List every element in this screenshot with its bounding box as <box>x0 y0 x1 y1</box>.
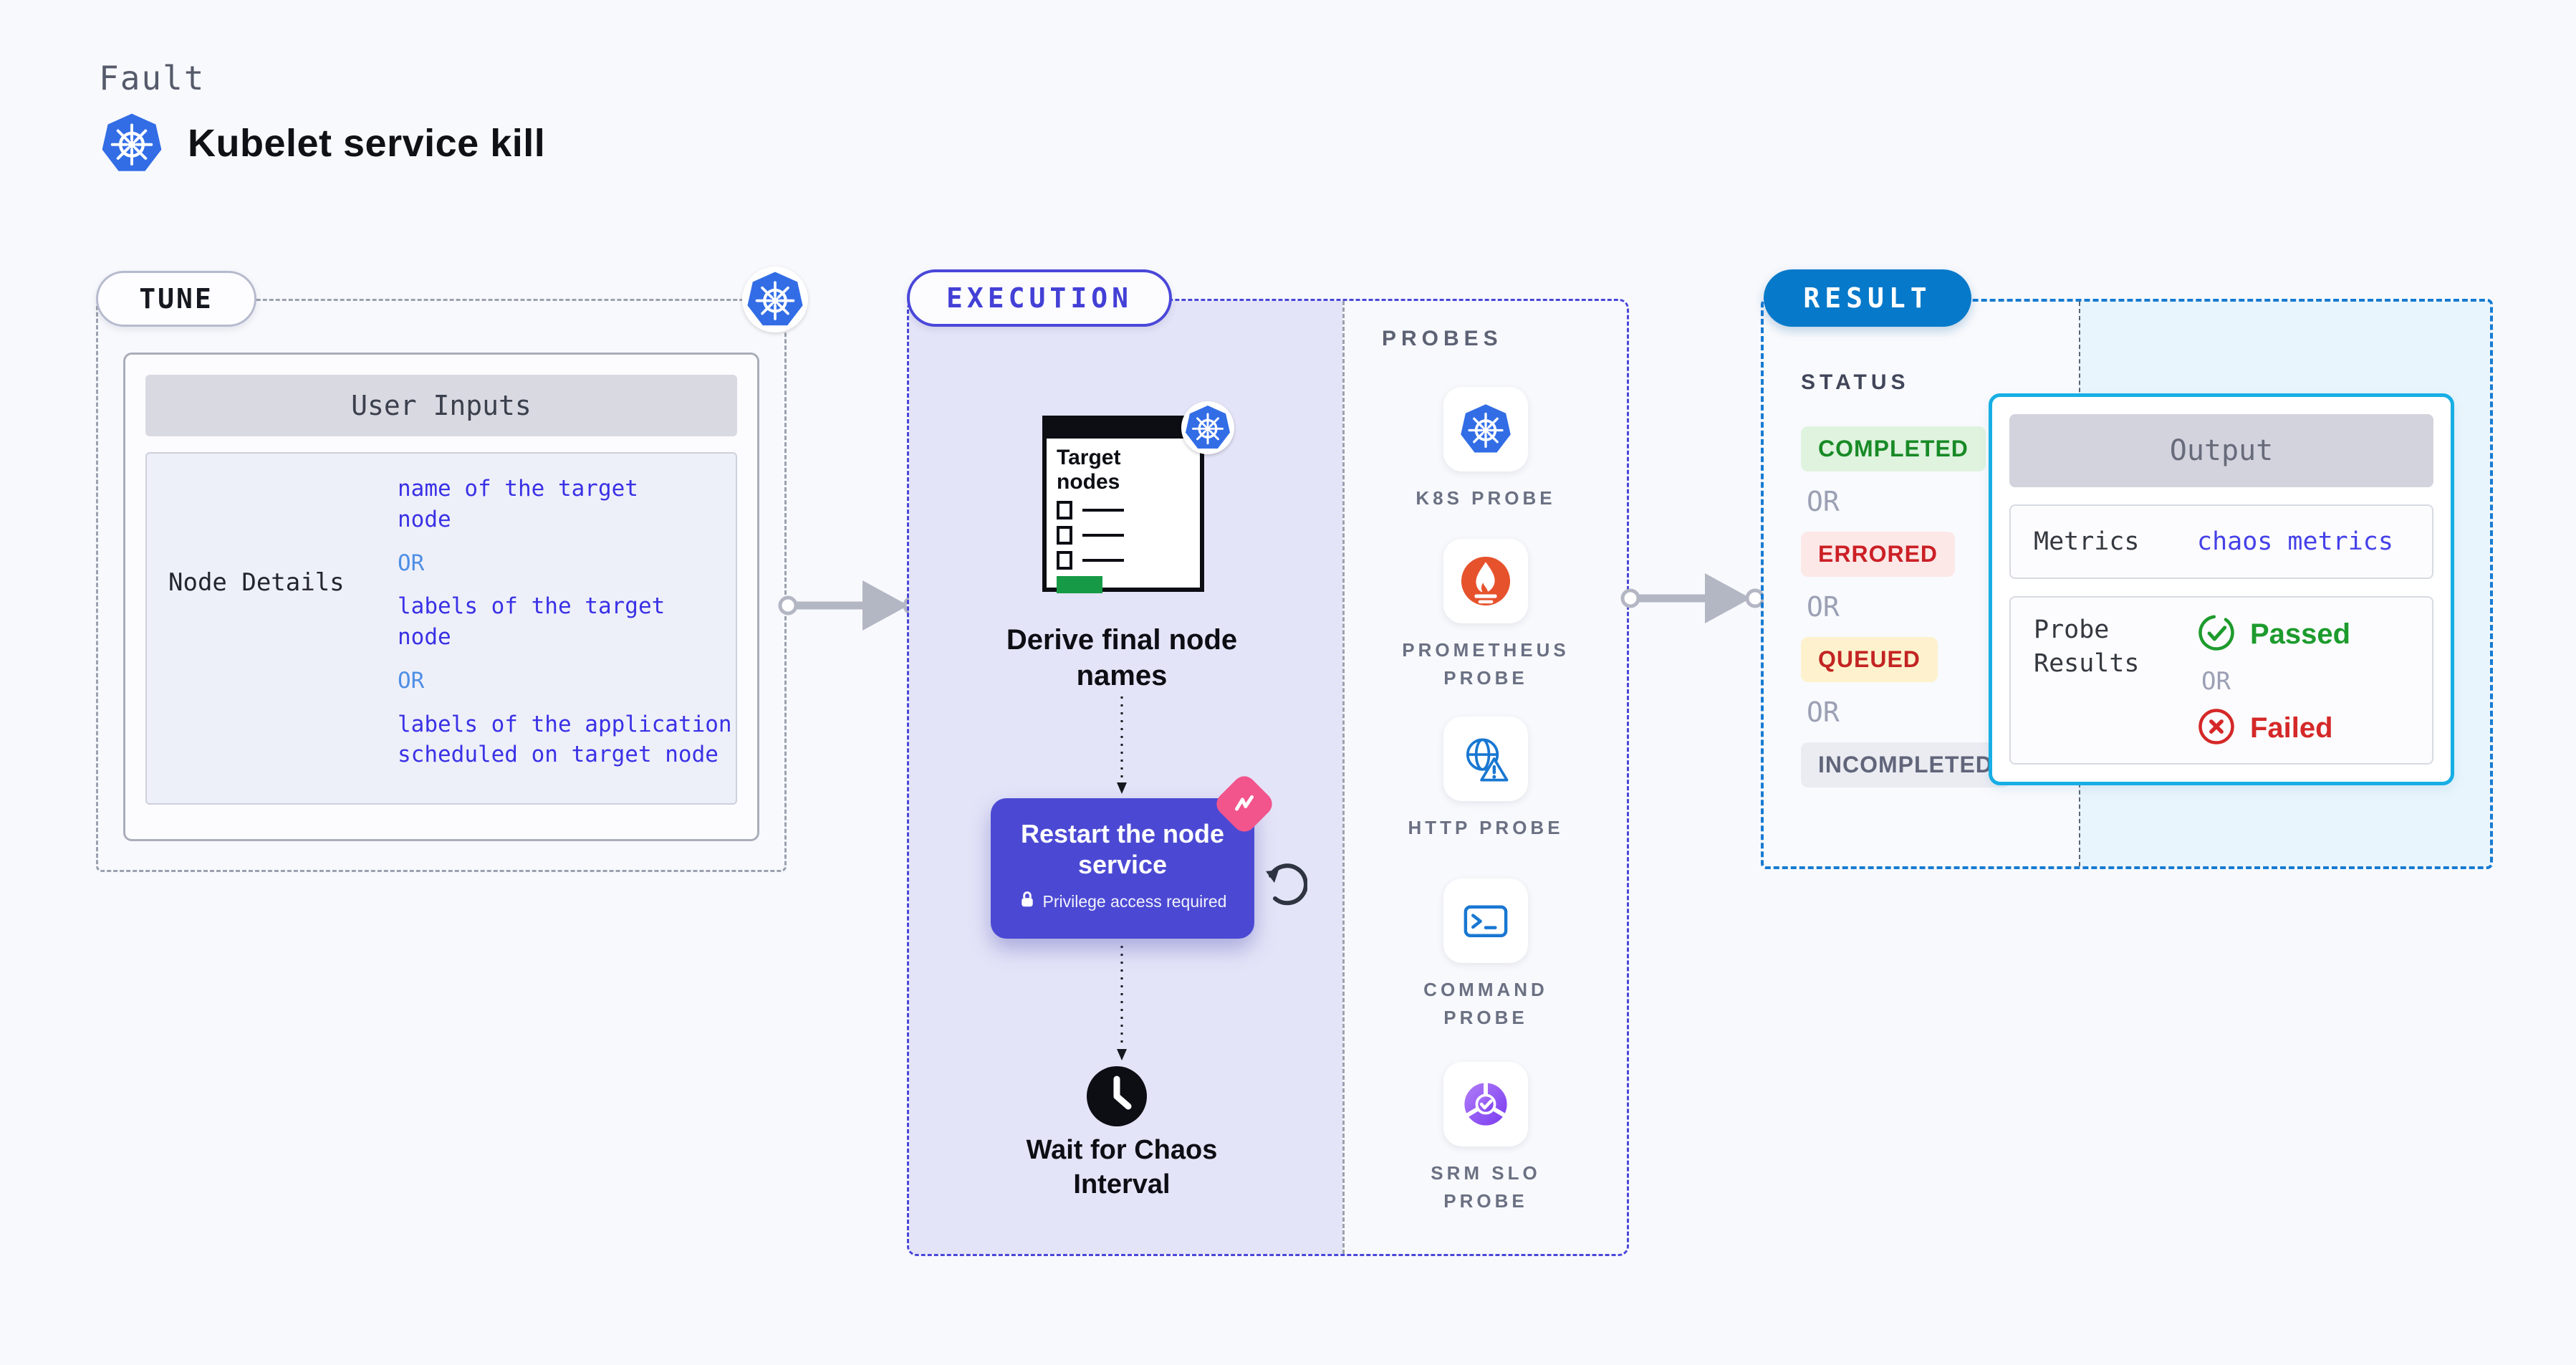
document-body: Target nodes <box>1047 439 1200 600</box>
user-inputs-header: User Inputs <box>145 375 737 436</box>
failed-label: Failed <box>2250 712 2333 744</box>
derive-final-node-names-label: Derive final node names <box>1006 624 1238 691</box>
tune-section <box>96 299 787 872</box>
target-nodes-label: Target nodes <box>1057 446 1121 494</box>
kubernetes-icon <box>100 112 163 175</box>
kubernetes-icon <box>1181 401 1234 454</box>
node-list-item <box>1057 526 1190 545</box>
probe-label: HTTP PROBE <box>1408 817 1564 838</box>
or-separator: OR <box>398 667 425 694</box>
or-separator: OR <box>1807 591 1840 623</box>
text-line <box>1082 559 1124 562</box>
kubernetes-icon <box>742 267 808 332</box>
option-node-labels: labels of the target node <box>398 593 665 651</box>
node-details-label: Node Details <box>168 568 345 597</box>
result-pill: RESULT <box>1764 269 1971 327</box>
checkbox-icon <box>1057 551 1072 570</box>
node-list-item <box>1057 551 1190 570</box>
terminal-icon <box>1443 878 1528 963</box>
output-area: Output Metrics chaos metrics Probe Resul… <box>1989 302 2490 866</box>
probe-item-srm-slo: SRM SLO PROBE <box>1345 1062 1627 1215</box>
passed-label: Passed <box>2250 618 2351 650</box>
restart-node-service-step: Restart the node service Privilege acces… <box>991 771 1277 939</box>
checkbox-icon <box>1057 501 1072 520</box>
dotted-connector-arrow <box>1117 946 1127 1060</box>
status-badge-incompleted: INCOMPLETED <box>1801 742 2010 787</box>
metrics-label: Metrics <box>2034 527 2140 556</box>
passed-line: Passed <box>2197 613 2350 656</box>
restart-step-label: Restart the node service <box>1020 819 1225 880</box>
output-card-header: Output <box>2009 414 2433 487</box>
retry-icon <box>1263 861 1308 906</box>
probes-panel-label: PROBES <box>1382 327 1503 350</box>
http-globe-icon <box>1443 717 1528 801</box>
node-details-row: Node Details name of the target node OR … <box>145 452 737 805</box>
probe-results-label: Probe Results <box>2034 616 2140 679</box>
user-inputs-card: User Inputs Node Details name of the tar… <box>123 353 759 841</box>
lock-icon <box>1019 890 1036 913</box>
output-card: Output Metrics chaos metrics Probe Resul… <box>1989 393 2454 785</box>
or-separator: OR <box>398 550 425 576</box>
checkbox-icon <box>1057 526 1072 545</box>
status-column-label: STATUS <box>1801 370 1910 394</box>
metrics-row: Metrics chaos metrics <box>2009 504 2433 579</box>
check-circle-icon <box>2197 613 2236 656</box>
chaos-icon <box>1211 771 1277 837</box>
probe-label: PROMETHEUS PROBE <box>1402 639 1570 689</box>
status-badge-completed: COMPLETED <box>1801 426 1986 471</box>
or-separator: OR <box>1807 696 1840 728</box>
fault-kicker: Fault <box>99 59 206 97</box>
title-row: Kubelet service kill <box>100 112 545 175</box>
execution-section: PROBES K8S PROBE <box>907 299 1629 1256</box>
flow-arrow-execution-to-result <box>1620 573 1764 623</box>
option-node-name: name of the target node <box>398 476 638 532</box>
execution-pill: EXECUTION <box>907 269 1172 327</box>
kubernetes-icon <box>1443 387 1528 471</box>
probe-item-k8s: K8S PROBE <box>1345 387 1627 512</box>
probe-item-command: COMMAND PROBE <box>1345 878 1627 1032</box>
target-nodes-node: Target nodes <box>1042 416 1204 594</box>
wait-for-chaos-interval-label: Wait for Chaos Interval <box>1026 1135 1218 1199</box>
probes-panel: PROBES K8S PROBE <box>1342 301 1627 1254</box>
failed-line: Failed <box>2197 707 2333 749</box>
probe-item-prometheus: PROMETHEUS PROBE <box>1345 539 1627 692</box>
metrics-value: chaos metrics <box>2197 527 2393 556</box>
probe-results-values: Passed OR Failed <box>2197 613 2350 763</box>
probe-label: COMMAND PROBE <box>1423 979 1548 1028</box>
text-line <box>1082 534 1124 537</box>
or-separator: OR <box>1807 486 1840 517</box>
page-title: Kubelet service kill <box>188 122 546 165</box>
flow-arrow-tune-to-execution <box>778 580 921 631</box>
status-badge-errored: ERRORED <box>1801 532 1956 577</box>
document-header-bar <box>1047 420 1200 439</box>
privilege-note-text: Privilege access required <box>1042 891 1227 911</box>
result-section: STATUS COMPLETED OR ERRORED OR QUEUED OR… <box>1761 299 2493 869</box>
x-circle-icon <box>2197 707 2236 749</box>
prometheus-icon <box>1443 539 1528 623</box>
node-list-item <box>1057 501 1190 520</box>
clock-icon <box>1085 1065 1148 1128</box>
tune-pill: TUNE <box>96 271 256 327</box>
or-separator: OR <box>2201 667 2231 696</box>
status-badges: COMPLETED OR ERRORED OR QUEUED OR INCOMP… <box>1801 426 2079 787</box>
option-app-labels: labels of the application scheduled on t… <box>398 711 732 768</box>
text-line <box>1082 509 1124 512</box>
probe-results-row: Probe Results Passed OR <box>2009 596 2433 765</box>
node-details-options: name of the target node OR labels of the… <box>398 474 759 770</box>
progress-bar <box>1057 576 1102 594</box>
probe-label: K8S PROBE <box>1416 487 1556 509</box>
srm-slo-icon <box>1443 1062 1528 1146</box>
status-badge-queued: QUEUED <box>1801 637 1938 682</box>
dotted-connector-arrow <box>1117 696 1127 794</box>
node-list <box>1057 501 1190 570</box>
privilege-note: Privilege access required <box>991 890 1254 913</box>
probe-label: SRM SLO PROBE <box>1431 1162 1541 1212</box>
probe-item-http: HTTP PROBE <box>1345 717 1627 842</box>
